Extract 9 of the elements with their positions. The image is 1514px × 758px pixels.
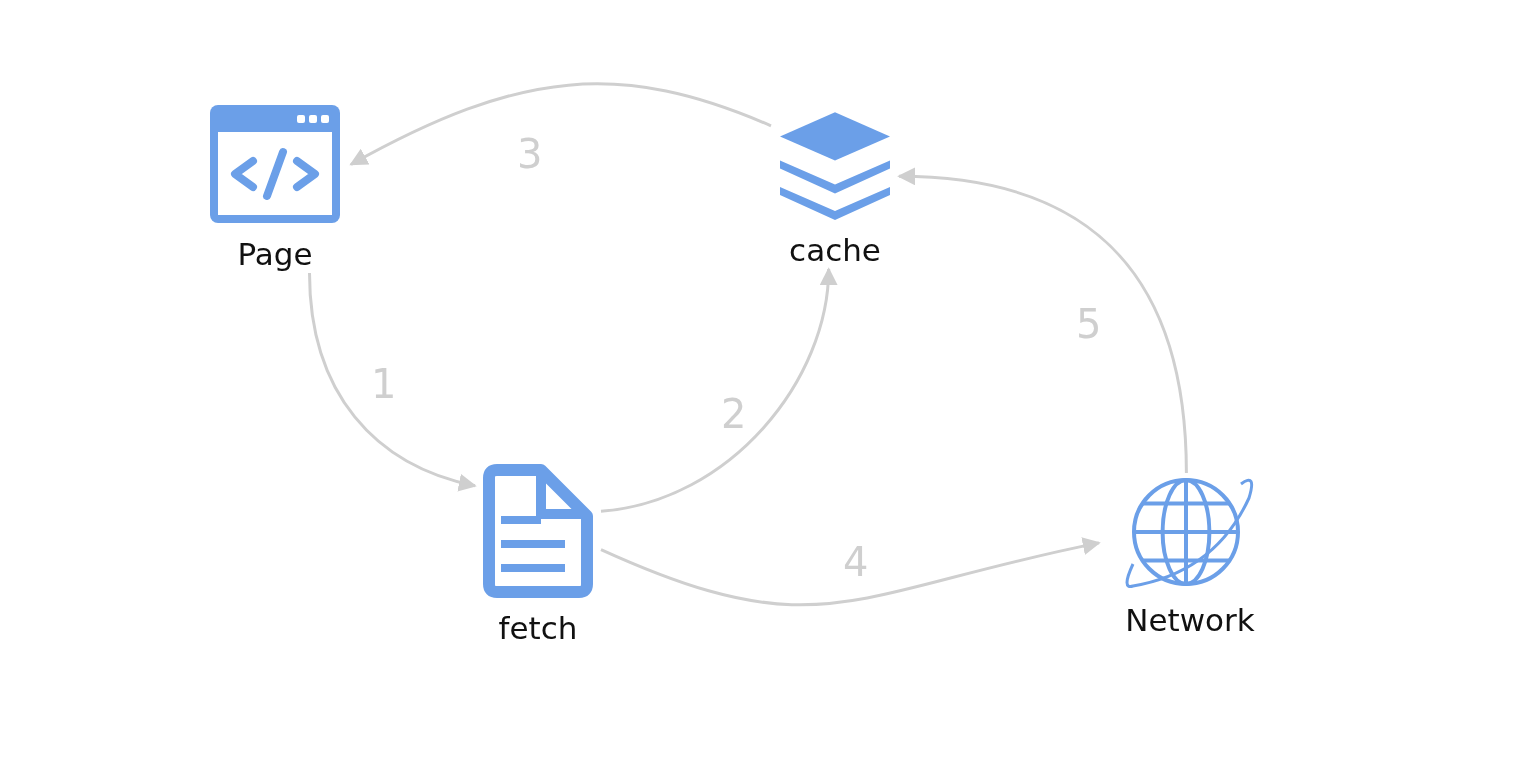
node-label: fetch <box>498 610 578 646</box>
arrow <box>349 82 772 166</box>
arrow <box>600 267 837 513</box>
node-label: Network <box>1125 602 1255 638</box>
arrow <box>308 272 477 491</box>
node-label: cache <box>789 232 881 268</box>
node-label: Page <box>237 236 313 272</box>
arrow <box>600 537 1101 607</box>
arrow <box>897 168 1188 474</box>
